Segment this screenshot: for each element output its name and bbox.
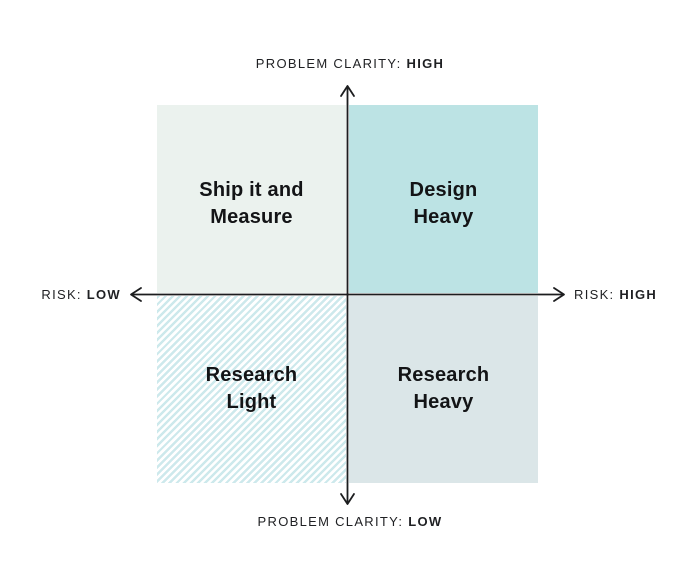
arrowhead-down-icon	[340, 493, 355, 505]
arrowhead-up-icon	[340, 85, 355, 97]
axis-label-prefix: PROBLEM CLARITY:	[257, 514, 404, 529]
axis-label-value: HIGH	[619, 287, 658, 302]
quadrant-label: Research Light	[205, 364, 298, 414]
quadrant-research-light: Research Light	[157, 295, 346, 483]
arrowhead-left-icon	[130, 287, 142, 302]
axis-label-problem-clarity-high: PROBLEM CLARITY: HIGH	[0, 56, 700, 72]
quadrant-grid: Ship it and Measure Design Heavy Researc…	[157, 105, 538, 483]
axis-label-prefix: RISK:	[41, 287, 82, 302]
quadrant-design-heavy: Design Heavy	[349, 105, 538, 293]
axis-label-prefix: RISK:	[574, 287, 615, 302]
quadrant-label: Design Heavy	[409, 178, 478, 228]
quadrant-label: Ship it and Measure	[199, 178, 304, 228]
axis-label-value: LOW	[86, 287, 121, 302]
quadrant-research-heavy: Research Heavy	[349, 295, 538, 483]
axis-label-prefix: PROBLEM CLARITY:	[255, 56, 402, 71]
quadrant-ship-it-and-measure: Ship it and Measure	[157, 105, 346, 293]
axis-label-value: HIGH	[406, 56, 445, 71]
axis-label-risk-low: RISK: LOW	[0, 287, 121, 303]
quadrant-label: Research Heavy	[397, 364, 490, 414]
axis-label-risk-high: RISK: HIGH	[574, 287, 657, 303]
axis-label-value: LOW	[408, 514, 443, 529]
axis-label-problem-clarity-low: PROBLEM CLARITY: LOW	[0, 514, 700, 530]
arrowhead-right-icon	[553, 287, 565, 302]
